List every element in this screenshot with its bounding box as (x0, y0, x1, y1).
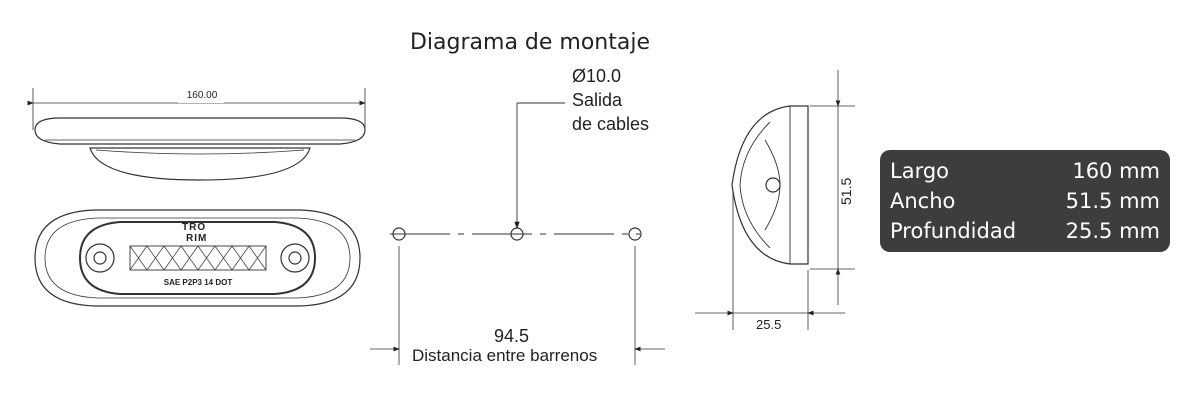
side-view-lamp (695, 70, 855, 330)
spec-name: Largo (890, 159, 950, 183)
specs-card: Largo 160 mm Ancho 51.5 mm Profundidad 2… (880, 150, 1170, 252)
mounting-holes (370, 102, 665, 365)
cable-hole-label-2: de cables (572, 114, 650, 134)
spec-value: 51.5 mm (1065, 189, 1160, 213)
spec-row-width: Ancho 51.5 mm (890, 186, 1160, 216)
hole-spacing-label: Distancia entre barrenos (412, 346, 598, 365)
height-dimension-text: 51.5 (838, 177, 854, 205)
depth-dimension-text: 25.5 (756, 317, 782, 332)
spec-row-length: Largo 160 mm (890, 156, 1160, 186)
hole-spacing-value: 94.5 (494, 326, 530, 346)
spec-value: 160 mm (1072, 159, 1160, 183)
spec-name: Profundidad (890, 219, 1017, 243)
brand-logo-top: TRO (182, 222, 207, 233)
cable-hole-label-1: Salida (572, 90, 623, 110)
cable-hole-diameter: Ø10.0 (572, 66, 622, 86)
lamp-marking: SAE P2P3 14 DOT (163, 278, 233, 287)
width-dimension-text: 160.00 (186, 90, 218, 101)
brand-logo-bottom: RIM (186, 233, 208, 244)
led-cross-pattern (129, 245, 267, 271)
width-dimension-label (178, 91, 224, 103)
spec-name: Ancho (890, 189, 956, 213)
page-title: Diagrama de montaje (409, 30, 650, 55)
spec-row-depth: Profundidad 25.5 mm (890, 216, 1160, 246)
spec-value: 25.5 mm (1065, 219, 1160, 243)
